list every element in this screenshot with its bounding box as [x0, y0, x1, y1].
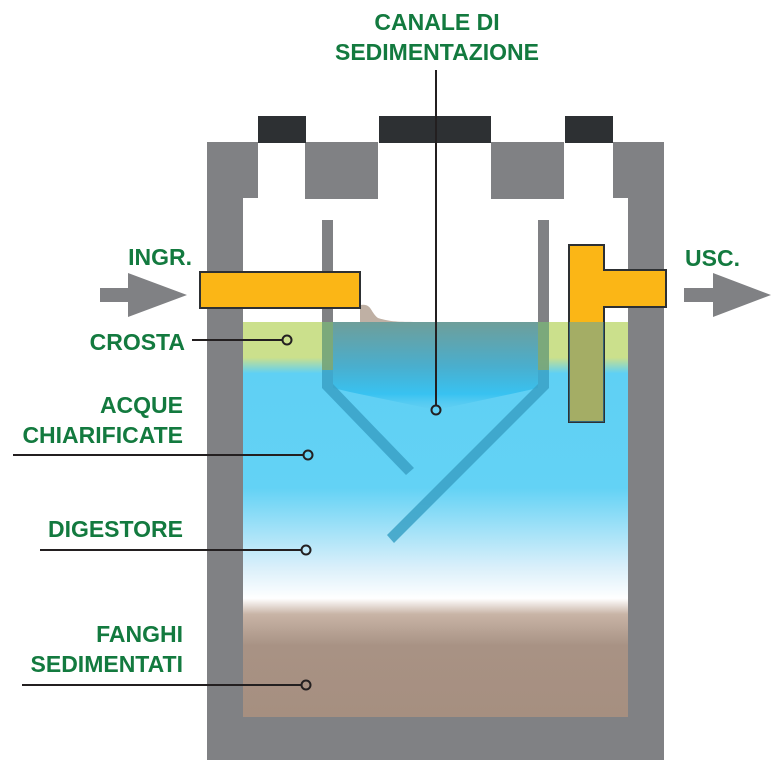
title-line1: CANALE DI	[374, 9, 499, 35]
inlet-pipe	[199, 271, 361, 309]
leader-dot-crust	[281, 334, 293, 346]
scum-wisp	[360, 304, 420, 322]
label-crust: CROSTA	[90, 329, 185, 355]
label-sludge-line1: FANGHI	[96, 621, 183, 647]
title-line2: SEDIMENTAZIONE	[335, 39, 539, 65]
label-inlet: INGR.	[128, 244, 192, 270]
inlet-arrow-icon	[100, 273, 187, 317]
lid-left	[258, 116, 306, 143]
label-digester: DIGESTORE	[48, 516, 183, 542]
leader-dot-sludge	[300, 679, 312, 691]
lid-right	[565, 116, 613, 143]
right-cover-block	[491, 142, 564, 199]
label-sludge-line2: SEDIMENTATI	[31, 651, 183, 677]
leader-dot-digester	[300, 544, 312, 556]
tank-walls	[207, 142, 664, 760]
outlet-pipe	[568, 244, 667, 423]
label-clarified-line2: CHIARIFICATE	[22, 422, 183, 448]
label-outlet: USC.	[685, 245, 740, 271]
label-clarified-line1: ACQUE	[100, 392, 183, 418]
left-cover-block	[305, 142, 378, 199]
leader-dot-channel	[430, 404, 442, 416]
right-baffle	[387, 322, 549, 543]
outlet-arrow-icon	[684, 273, 771, 317]
leader-dot-clarified	[302, 449, 314, 461]
